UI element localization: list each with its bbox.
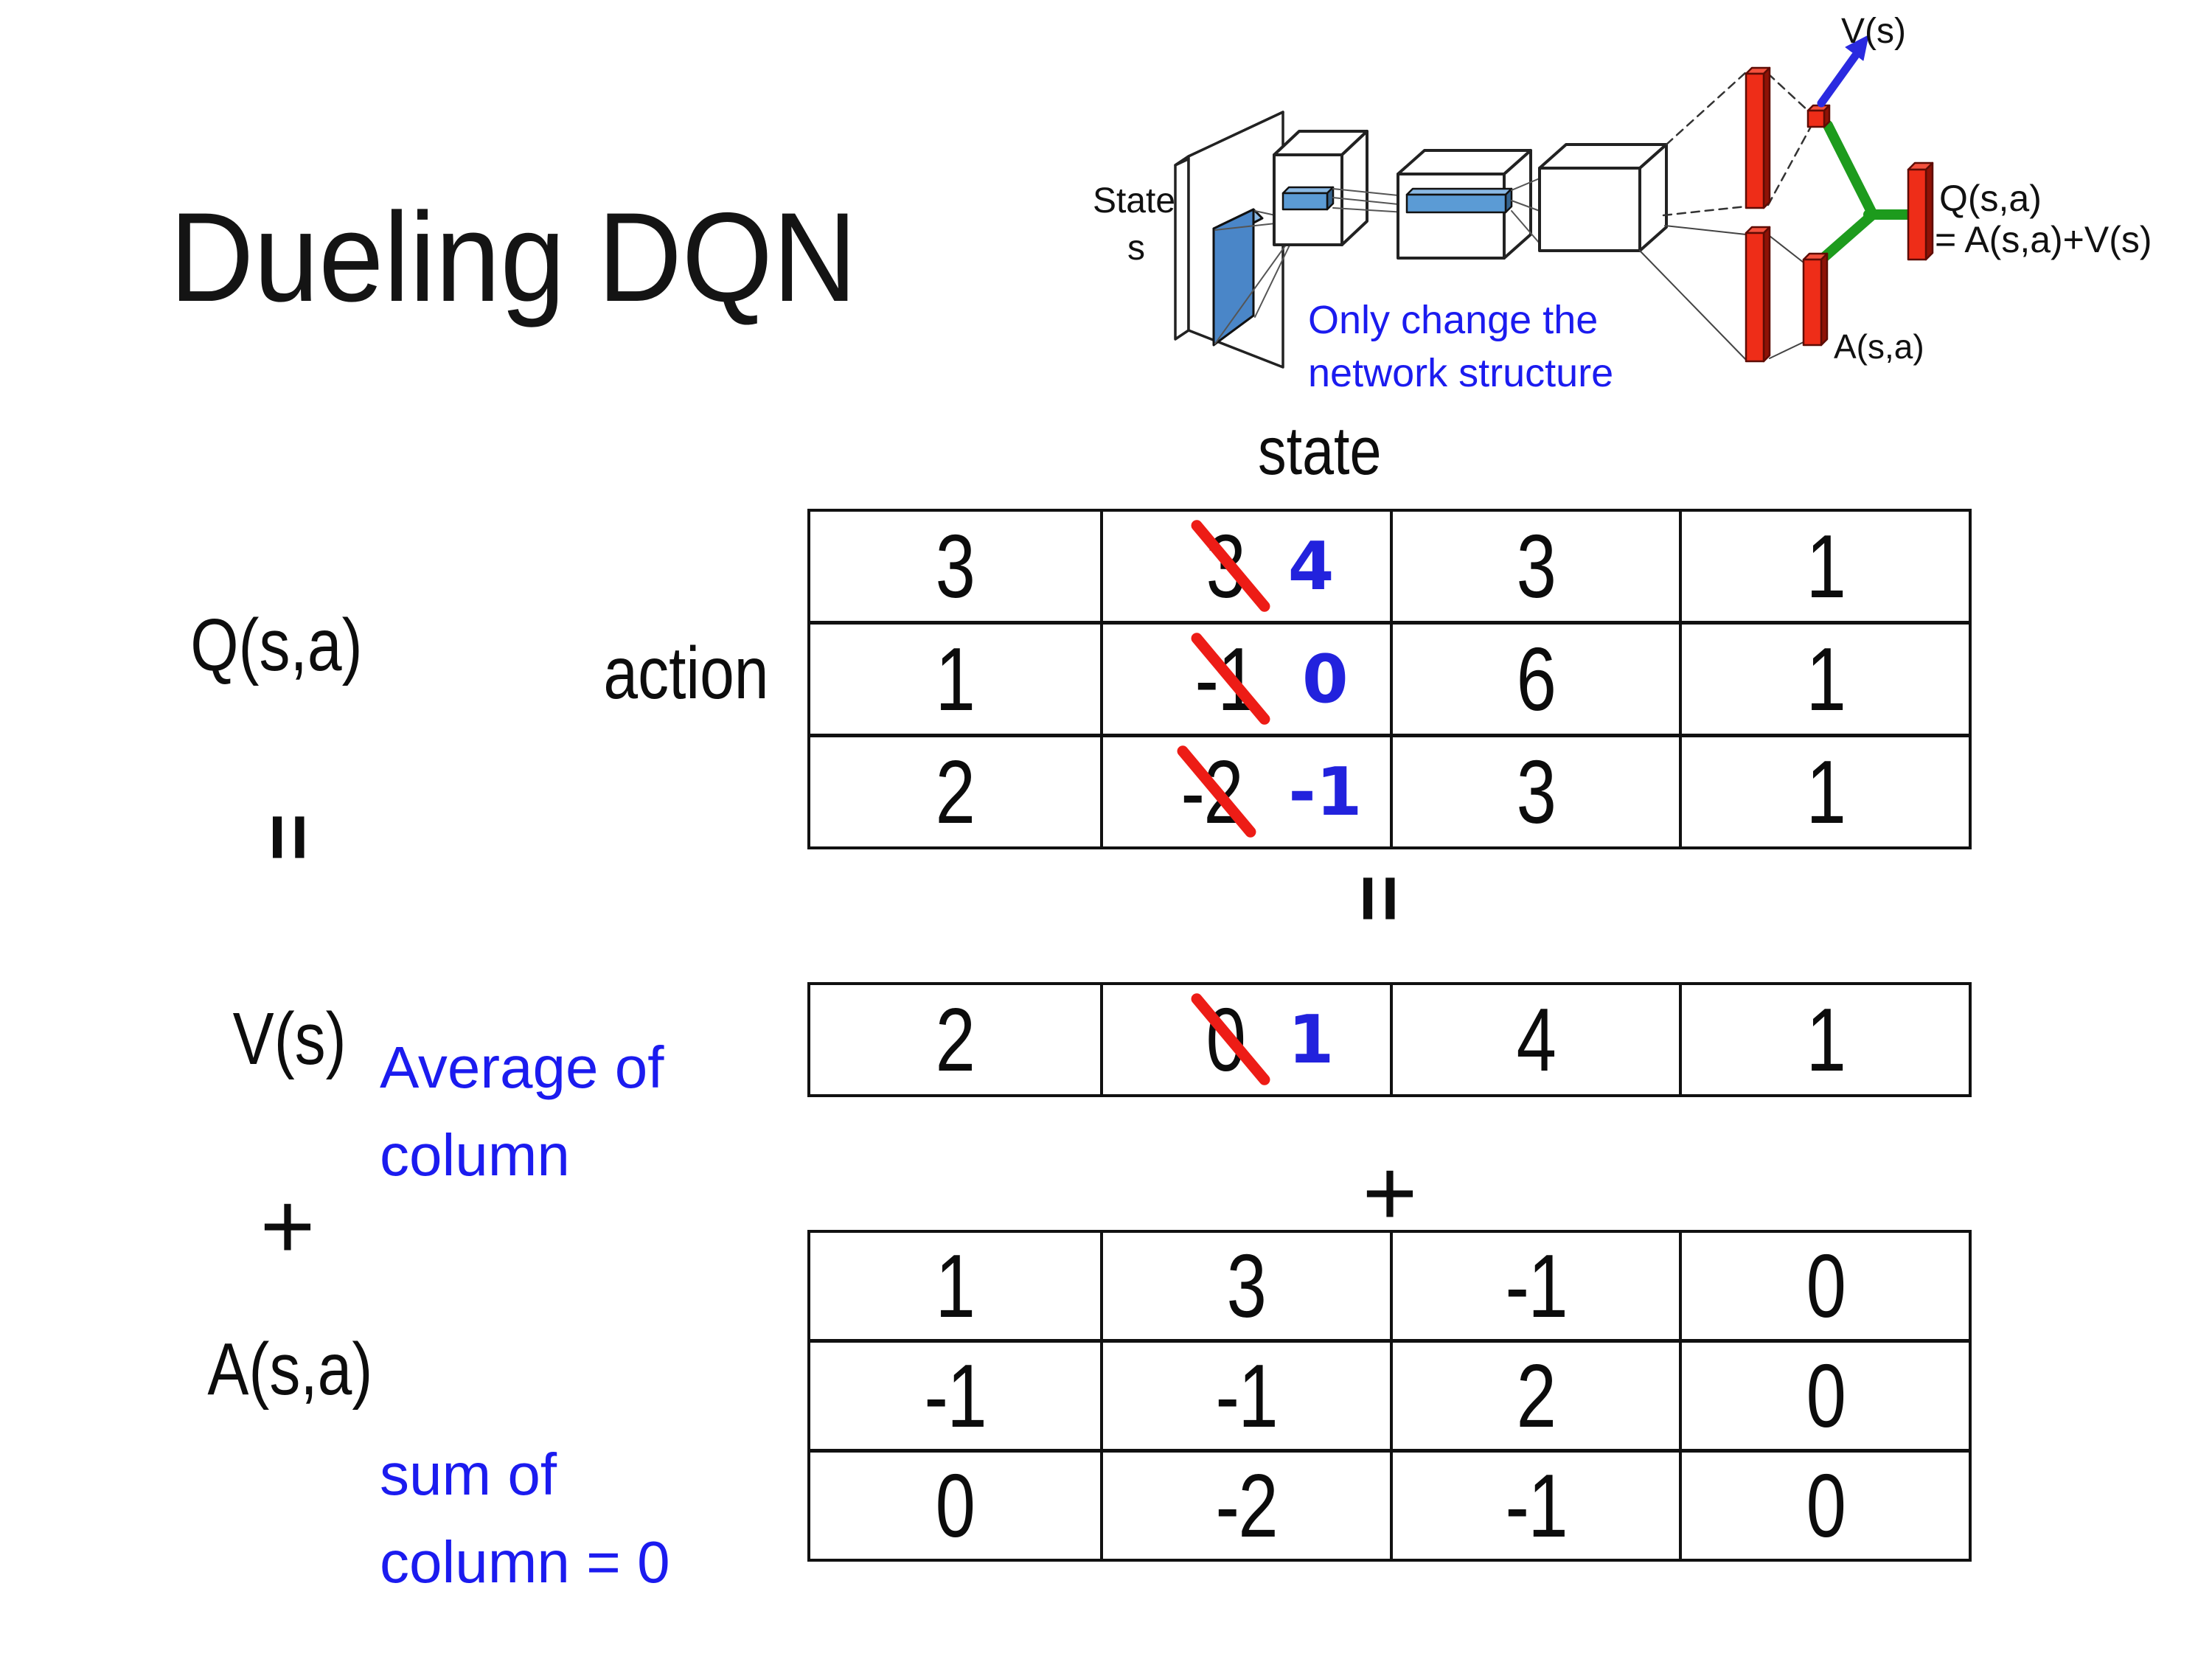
replacement-value: 4 (1287, 527, 1335, 605)
table-cell: 2 (936, 990, 975, 1090)
table-cell-struck: -1 0 (1099, 621, 1390, 734)
fc-box (1538, 143, 1668, 252)
action-axis-label: action (602, 632, 769, 714)
table-cell: 4 (1389, 985, 1680, 1094)
network-diagram: State s V(s) Q(s,a) = A(s,a)+V(s) A(s,a)… (1093, 12, 2152, 395)
advantage-hidden-bar (1745, 226, 1771, 363)
table-cell: 2 (810, 734, 1100, 846)
table-cell: 6 (1389, 621, 1680, 734)
table-cell: 1 (810, 621, 1100, 734)
table-cell-struck: 3 4 (1099, 512, 1390, 621)
a-output-label: A(s,a) (1834, 327, 1924, 366)
average-note: Average of column (380, 1034, 664, 1188)
table-cell: 2 (1389, 1339, 1680, 1449)
aggregation-links (1814, 120, 1915, 267)
q-output-formula: = A(s,a)+V(s) (1935, 219, 2152, 260)
replacement-value: -1 (1288, 753, 1363, 831)
table-cell: -1 (810, 1339, 1100, 1449)
table-cell: 1 (1679, 621, 1969, 734)
state-label-s: s (1127, 229, 1145, 268)
table-cell: 3 (1099, 1233, 1390, 1339)
diagram-note-line2: network structure (1308, 351, 1613, 395)
feature-bar-1 (1281, 186, 1335, 211)
value-stream-dashed-lines (1662, 71, 1814, 217)
q-output-bar (1907, 161, 1934, 261)
advantage-stream-lines (1639, 225, 1804, 361)
equals-left: = (243, 813, 336, 861)
value-scalar-box (1806, 104, 1831, 128)
table-cell: -1 (1389, 1233, 1680, 1339)
table-cell: 1 (1679, 512, 1969, 621)
table-cell: -2 (1099, 1449, 1390, 1559)
v-arrow-icon (1817, 35, 1869, 108)
table-cell: -1 (1389, 1449, 1680, 1559)
conv-filter-icon (1212, 208, 1264, 347)
diagram-note-line1: Only change the (1308, 298, 1598, 342)
v-output-label: V(s) (1841, 12, 1906, 51)
a-table: 1 3 -1 0 -1 -1 2 0 0 -2 -1 0 (807, 1230, 1972, 1562)
q-matrix-label: Q(s,a) (190, 604, 363, 686)
state-label: State (1093, 181, 1175, 220)
table-cell: 3 (1389, 512, 1680, 621)
value-hidden-bar (1745, 66, 1771, 209)
page-title: Dueling DQN (170, 187, 858, 328)
equals-mid: = (1334, 874, 1427, 922)
table-cell: 1 (936, 1236, 975, 1336)
table-cell: -1 (1099, 1339, 1390, 1449)
plus-left: + (260, 1173, 316, 1279)
state-axis-label: state (1258, 414, 1382, 489)
table-cell: 0 (1679, 1233, 1969, 1339)
table-cell: 1 (1679, 985, 1969, 1094)
table-cell: 1 (1679, 734, 1969, 846)
v-table: 2 0 1 4 1 (807, 982, 1972, 1097)
table-cell-struck: 0 1 (1099, 985, 1390, 1094)
replacement-value: 1 (1287, 1001, 1335, 1079)
table-cell-struck: -2 -1 (1099, 734, 1390, 846)
table-cell: 0 (1679, 1339, 1969, 1449)
connection-lines (1511, 178, 1540, 244)
table-cell: 3 (1389, 734, 1680, 846)
replacement-value: 0 (1302, 640, 1349, 718)
v-matrix-label: V(s) (233, 998, 347, 1080)
plus-mid: + (1362, 1140, 1418, 1246)
table-cell: 0 (810, 1449, 1100, 1559)
a-matrix-label: A(s,a) (206, 1328, 373, 1411)
connection-lines (1332, 188, 1406, 213)
sum-note: sum of column = 0 (380, 1441, 670, 1595)
table-cell: 3 (936, 516, 975, 616)
feature-bar-2 (1405, 187, 1513, 214)
q-table: 3 3 4 3 1 1 -1 0 6 1 2 -2 -1 3 1 (807, 509, 1972, 849)
advantage-vector-bar (1802, 252, 1829, 347)
q-output-label: Q(s,a) (1939, 178, 2042, 219)
table-cell: 0 (1679, 1449, 1969, 1559)
